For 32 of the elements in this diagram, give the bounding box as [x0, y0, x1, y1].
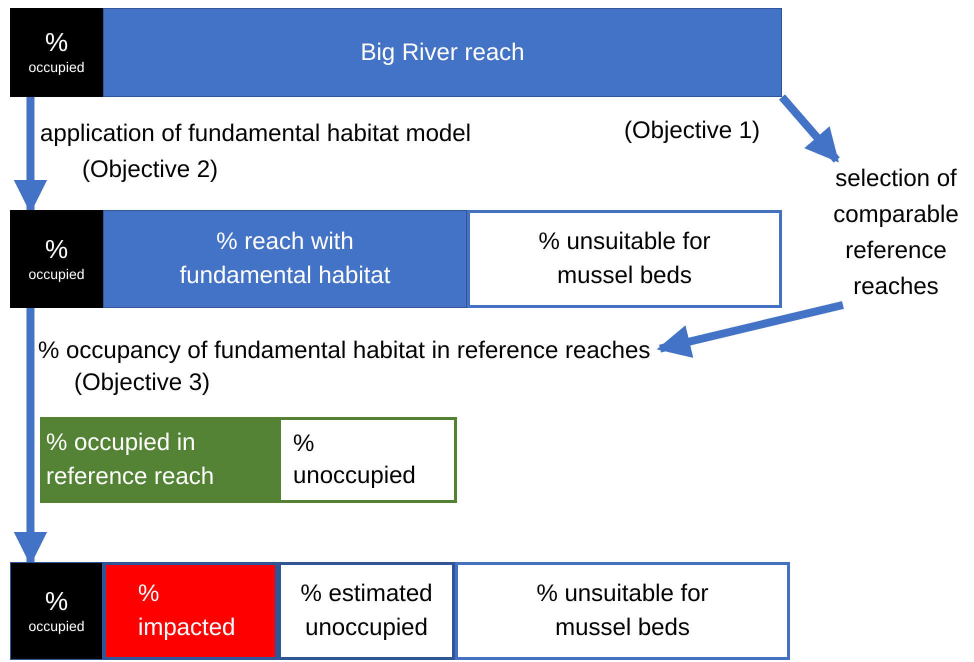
arrow — [778, 94, 840, 163]
occupied-reference-bar — [40, 417, 278, 503]
node-text: occupied — [28, 58, 85, 77]
node-text: % unsuitable for mussel beds — [537, 227, 712, 291]
unoccupied-box — [278, 417, 457, 503]
node-text: % occupancy of fundamental habitat in reference reaches — [38, 336, 650, 366]
node-text: Big River reach — [360, 38, 525, 68]
node-text: % — [44, 586, 68, 616]
node-text: % estimated unoccupied — [299, 579, 434, 643]
reach-bar — [103, 8, 782, 97]
node-text: % — [44, 234, 68, 264]
node-text: occupied — [28, 616, 85, 636]
node-text: % occupied in reference reach — [46, 428, 216, 492]
edge-label: (Objective 1) — [624, 116, 762, 146]
occupied-box — [10, 210, 103, 308]
node-text: occupied — [28, 264, 85, 284]
habitat-bar — [103, 210, 467, 308]
unsuitable-box — [455, 562, 790, 660]
edge-label: application of fundamental habitat model (Objective 2) — [40, 119, 472, 185]
arrow — [656, 301, 844, 358]
estimated-unoccupied-box — [278, 562, 455, 660]
node-text: % — [44, 27, 68, 57]
node-text: % reach with fundamental habitat — [178, 227, 392, 291]
unsuitable-box — [467, 210, 782, 308]
node-text: % unsuitable for mussel beds — [535, 579, 710, 643]
node-text: selection of comparable reference reaches — [832, 164, 960, 302]
occupied-box — [10, 8, 103, 97]
node-text: (Objective 3) — [73, 368, 210, 398]
node-text: % unoccupied — [293, 429, 417, 491]
impacted-box — [103, 562, 278, 660]
node-text: % impacted — [138, 579, 236, 643]
occupied-box — [10, 562, 103, 660]
